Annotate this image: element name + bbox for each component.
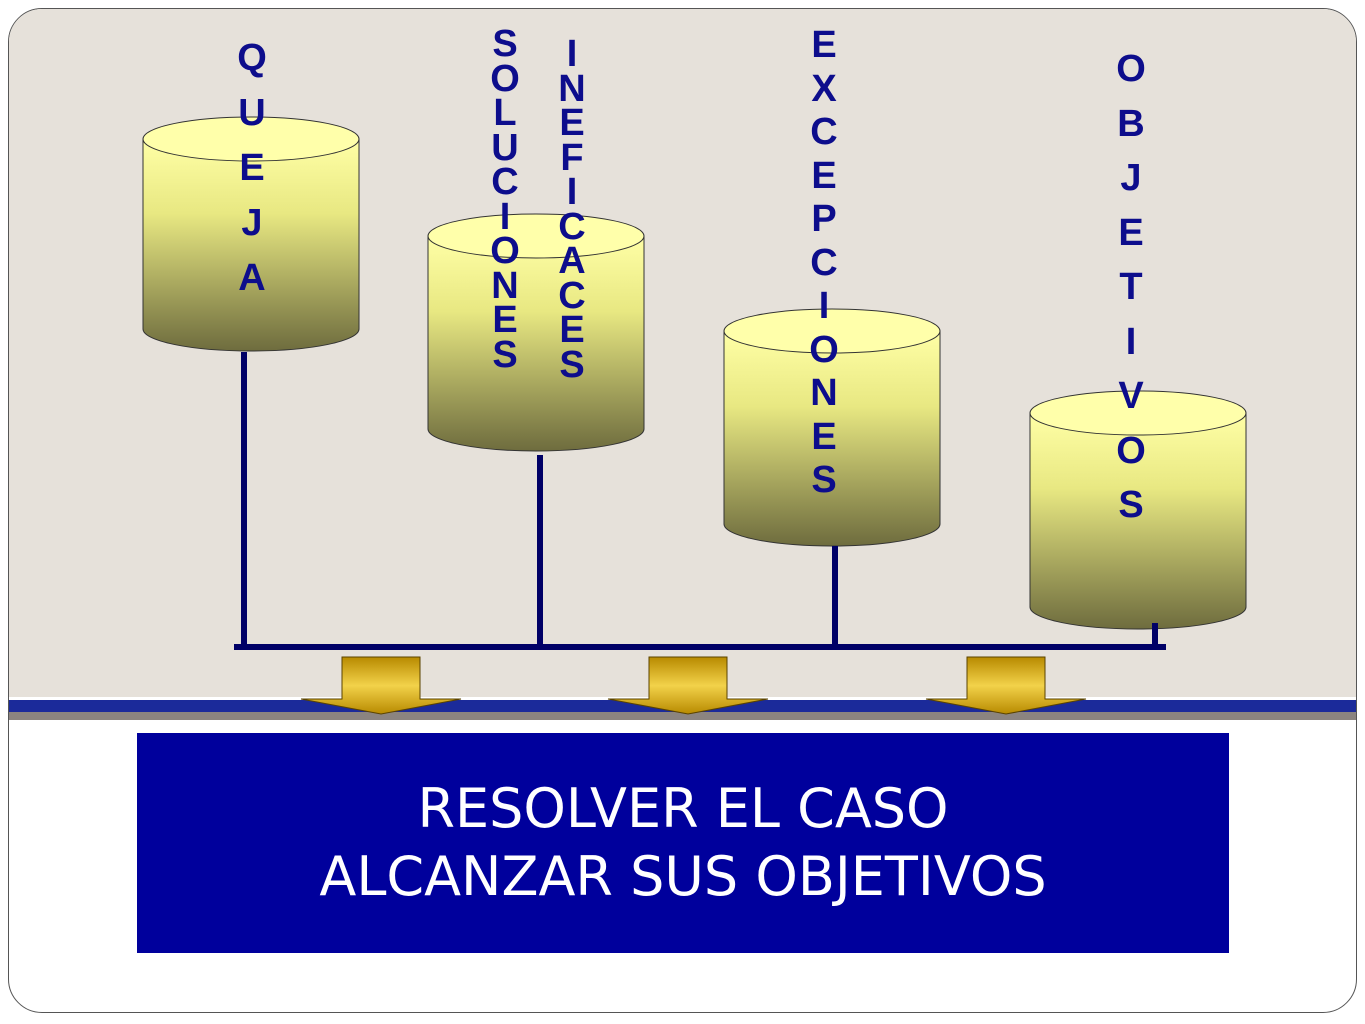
label-letter: S [492,333,518,376]
label-letter: C [810,111,838,153]
label-letter: S [559,343,585,386]
label-letter: E [811,154,837,197]
label-letter: O [490,57,520,100]
label-letter: C [558,205,586,248]
label-letter: F [560,136,584,179]
label-letter: J [241,202,263,244]
result-line-1: RESOLVER EL CASO [417,777,949,840]
label-letter: C [810,241,838,284]
label-letter: O [1116,48,1146,90]
label-letter: E [492,299,518,341]
label-letter: S [811,459,837,501]
divider-stripe-grey [9,712,1356,720]
label-letter: X [811,67,837,110]
label-letter: V [1118,375,1144,417]
cylinder-soluciones-ineficaces [427,213,645,452]
label-letter: E [811,24,837,66]
label-letter: B [1117,102,1145,145]
label-letter: O [809,328,839,371]
cylinder-excepciones [723,308,941,547]
label-letter: I [499,195,511,238]
label-letter: O [1116,429,1146,472]
label-letter: I [1125,320,1137,363]
label-letter: E [559,309,585,351]
label-letter: S [492,23,518,65]
label-letter: T [1119,266,1143,308]
arrow-down-icon [300,656,462,715]
label-letter: E [811,415,837,458]
result-box: RESOLVER EL CASO ALCANZAR SUS OBJETIVOS [137,733,1229,953]
label-letter: E [1118,211,1144,254]
label-letter: I [566,171,578,213]
label-letter: Q [237,37,267,79]
arrow-down-icon [925,656,1087,715]
label-letter: E [239,147,265,189]
label-letter: N [491,264,519,307]
result-line-2: ALCANZAR SUS OBJETIVOS [319,845,1047,908]
label-letter: C [491,161,519,203]
cylinder-diagram [142,116,1247,715]
label-letter: J [1120,157,1142,199]
cylinder-queja [142,116,360,352]
label-letter: N [810,372,838,414]
label-letter: A [558,240,586,282]
label-letter: I [566,33,578,75]
label-letter: P [811,198,837,240]
label-letter: N [558,67,586,110]
label-letter: E [559,102,585,144]
cylinder-objetivos [1029,390,1247,630]
label-letter: I [818,285,830,327]
connector-lines [234,352,1166,650]
label-letter: O [490,230,520,272]
arrow-down-icon [607,656,769,715]
label-letter: S [1118,484,1144,526]
label-letter: C [558,274,586,317]
label-letter: U [491,126,519,169]
label-letter: A [238,257,266,299]
label-letter: L [493,92,517,134]
label-letter: U [238,92,266,134]
